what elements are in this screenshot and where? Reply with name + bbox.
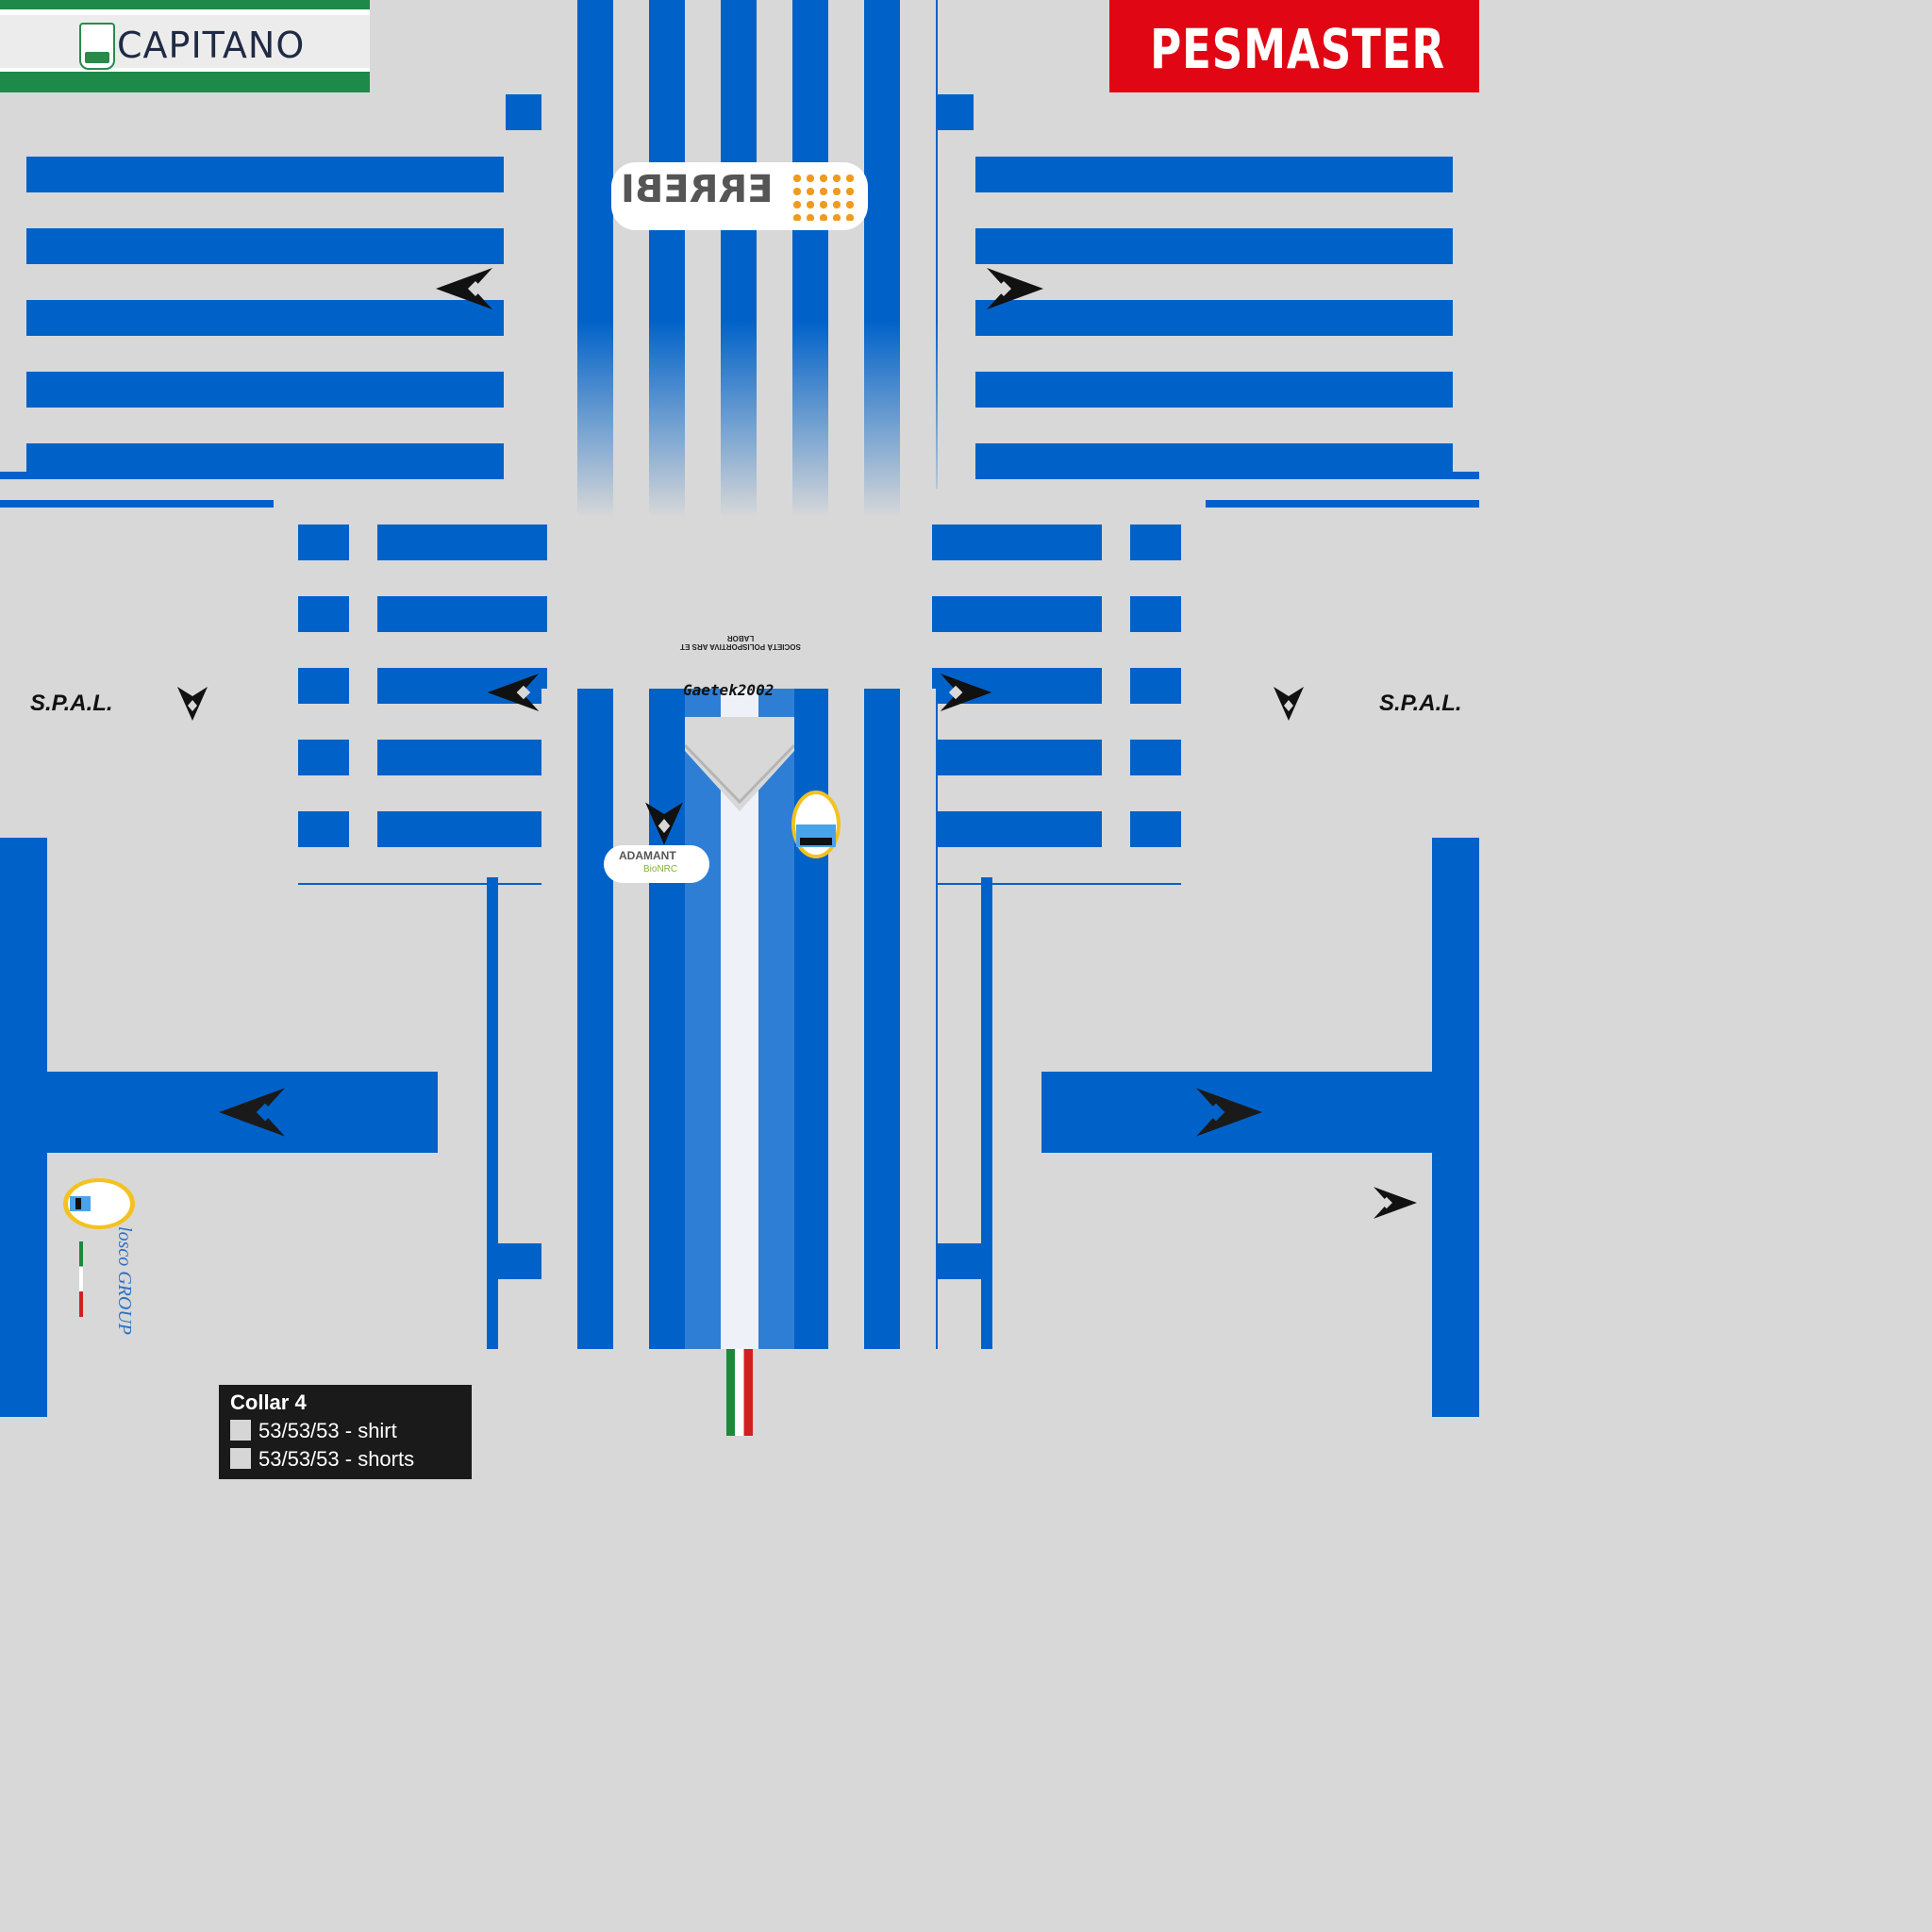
pesmaster-label: PESMASTER xyxy=(1150,17,1445,81)
collar-info-panel: Collar 4 53/53/53 - shirt 53/53/53 - sho… xyxy=(219,1385,472,1479)
macron-logo-icon xyxy=(177,687,208,721)
macron-logo-icon xyxy=(487,674,540,711)
right-hem-tab xyxy=(938,1243,981,1279)
captain-label: CAPITANO xyxy=(117,25,306,66)
left-side-seam xyxy=(487,877,498,1349)
italian-flag-icon xyxy=(726,1349,753,1436)
shirt-color-row: 53/53/53 - shirt xyxy=(230,1419,397,1443)
shorts-color-label: 53/53/53 - shorts xyxy=(258,1447,415,1471)
spal-crest-icon xyxy=(63,1178,135,1229)
main-sponsor-text: ERREBI xyxy=(621,168,774,211)
right-sleeve-trim xyxy=(1206,472,1479,479)
spal-crest-icon xyxy=(791,791,841,858)
right-side-seam xyxy=(981,877,992,1349)
macron-logo-icon xyxy=(436,268,492,309)
club-name-right: S.P.A.L. xyxy=(1379,691,1462,716)
back-sponsor-flag-icon xyxy=(79,1241,83,1317)
right-shoulder-tab xyxy=(938,94,974,130)
shirt-color-swatch xyxy=(230,1420,251,1441)
torso-fade xyxy=(541,321,938,528)
right-mid-sleeve-seam xyxy=(1102,500,1130,874)
sleeve-sponsor-text: ADAMANT xyxy=(619,849,676,862)
main-sponsor: ERREBI xyxy=(611,162,868,230)
sleeve-sponsor-sub: BioNRC xyxy=(643,864,678,874)
shorts-color-swatch xyxy=(230,1448,251,1469)
main-sponsor-dots-icon xyxy=(791,172,857,221)
left-hem-tab xyxy=(498,1243,541,1279)
shorts-color-row: 53/53/53 - shorts xyxy=(230,1447,414,1472)
shirt-color-label: 53/53/53 - shirt xyxy=(258,1419,397,1442)
left-upper-sleeve xyxy=(26,121,504,483)
club-name-left: S.P.A.L. xyxy=(30,691,113,716)
left-sleeve-trim xyxy=(0,472,274,479)
left-shoulder-tab xyxy=(506,94,541,130)
sleeve-sponsor: ADAMANT BioNRC xyxy=(604,845,709,883)
macron-logo-icon xyxy=(645,802,683,845)
back-sponsor: losco GROUP xyxy=(79,1226,136,1335)
designer-signature: Gaetek2002 xyxy=(683,681,774,699)
macron-logo-icon xyxy=(219,1088,285,1137)
macron-logo-icon xyxy=(1374,1187,1417,1219)
serie-b-logo-icon xyxy=(79,23,115,70)
macron-logo-icon xyxy=(987,268,1043,309)
macron-logo-icon xyxy=(940,674,992,711)
left-sleeve-trim-2 xyxy=(0,500,274,508)
torso-mid-band xyxy=(541,528,938,689)
macron-logo-icon xyxy=(1196,1088,1262,1137)
captain-armband-badge: CAPITANO xyxy=(0,0,370,92)
v-neck xyxy=(685,717,794,811)
collar-type-label: Collar 4 xyxy=(230,1391,307,1414)
collar-inscription: SOCIETÀ POLISPORTIVA ARS ET LABOR xyxy=(680,634,801,651)
back-sponsor-text: losco GROUP xyxy=(113,1226,135,1335)
right-upper-sleeve xyxy=(975,121,1453,483)
right-sleeve-trim-2 xyxy=(1206,500,1479,508)
macron-logo-icon xyxy=(1274,687,1304,721)
pesmaster-watermark: PESMASTER xyxy=(1109,0,1479,92)
left-mid-sleeve-seam xyxy=(349,500,377,874)
